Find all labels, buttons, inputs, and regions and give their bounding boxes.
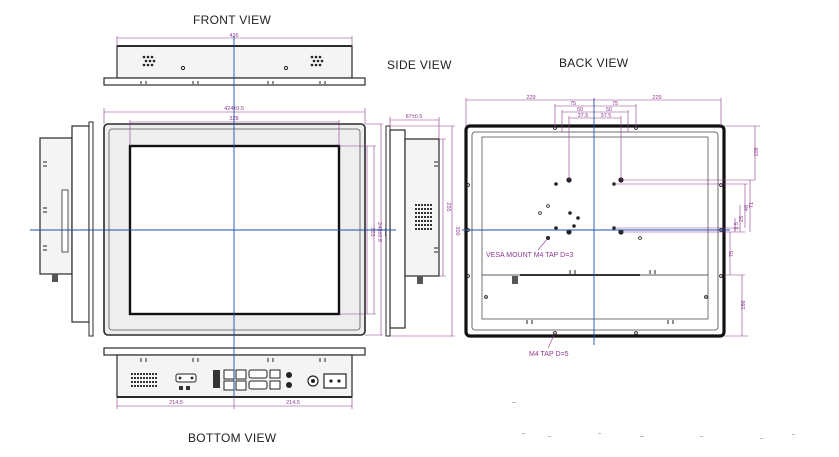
front-view: 424±0.5 328 303 248±0.5 332: [103, 106, 389, 336]
dim-right-9-5: 9.5: [734, 222, 740, 230]
bottom-vent: [131, 373, 157, 387]
bottom-view: 214.5 214.5: [103, 347, 366, 409]
dim-side-height-a: 255: [445, 202, 451, 211]
side-vent: [415, 204, 432, 230]
m4-annotation: M4 TAP D=5: [529, 351, 569, 358]
dim-vesa-50-right: 50: [606, 107, 612, 113]
dim-right-75: 75: [729, 251, 735, 257]
center-axes: [30, 36, 730, 398]
dim-right-71: 71: [749, 202, 755, 208]
dim-right-25: 25: [739, 216, 745, 222]
dim-front-height-a: 303: [369, 227, 375, 236]
dim-right-109: 109: [754, 147, 760, 156]
side-view: 87±0.5 255 300: [385, 114, 460, 337]
top-vent-left: [142, 55, 156, 67]
dim-front-height-b: 248±0.5: [376, 222, 382, 242]
dim-side-height-b: 300: [454, 226, 460, 235]
dim-vesa-75-left: 75: [570, 101, 576, 107]
side-view-title: SIDE VIEW: [387, 58, 452, 72]
dim-right-48: 48: [744, 205, 750, 211]
top-vent-right: [310, 55, 324, 67]
scan-specks: [512, 402, 795, 439]
dim-bottom-right: 214.5: [286, 400, 300, 406]
front-view-title: FRONT VIEW: [193, 13, 272, 27]
top-view: 426: [103, 33, 366, 86]
dim-vesa-37-right: 37.5: [601, 113, 612, 119]
back-view-title: BACK VIEW: [559, 56, 629, 70]
bottom-view-title: BOTTOM VIEW: [188, 431, 277, 445]
dim-bottom-left: 214.5: [169, 400, 183, 406]
left-side-profile: [39, 121, 94, 337]
dim-vesa-75-right: 75: [612, 101, 618, 107]
io-ports: [175, 369, 347, 391]
dim-back-right-width: 229: [652, 95, 661, 101]
vesa-annotation: VESA MOUNT M4 TAP D=3: [486, 252, 573, 259]
dim-back-left-width: 229: [526, 95, 535, 101]
dim-vesa-50-left: 50: [577, 107, 583, 113]
dim-vesa-37-left: 37.5: [578, 113, 589, 119]
dim-right-186: 186: [741, 300, 747, 309]
back-view: 229 229 75 75 50 50 37.5 37.5: [464, 95, 760, 358]
dim-side-depth: 87±0.5: [406, 114, 423, 120]
